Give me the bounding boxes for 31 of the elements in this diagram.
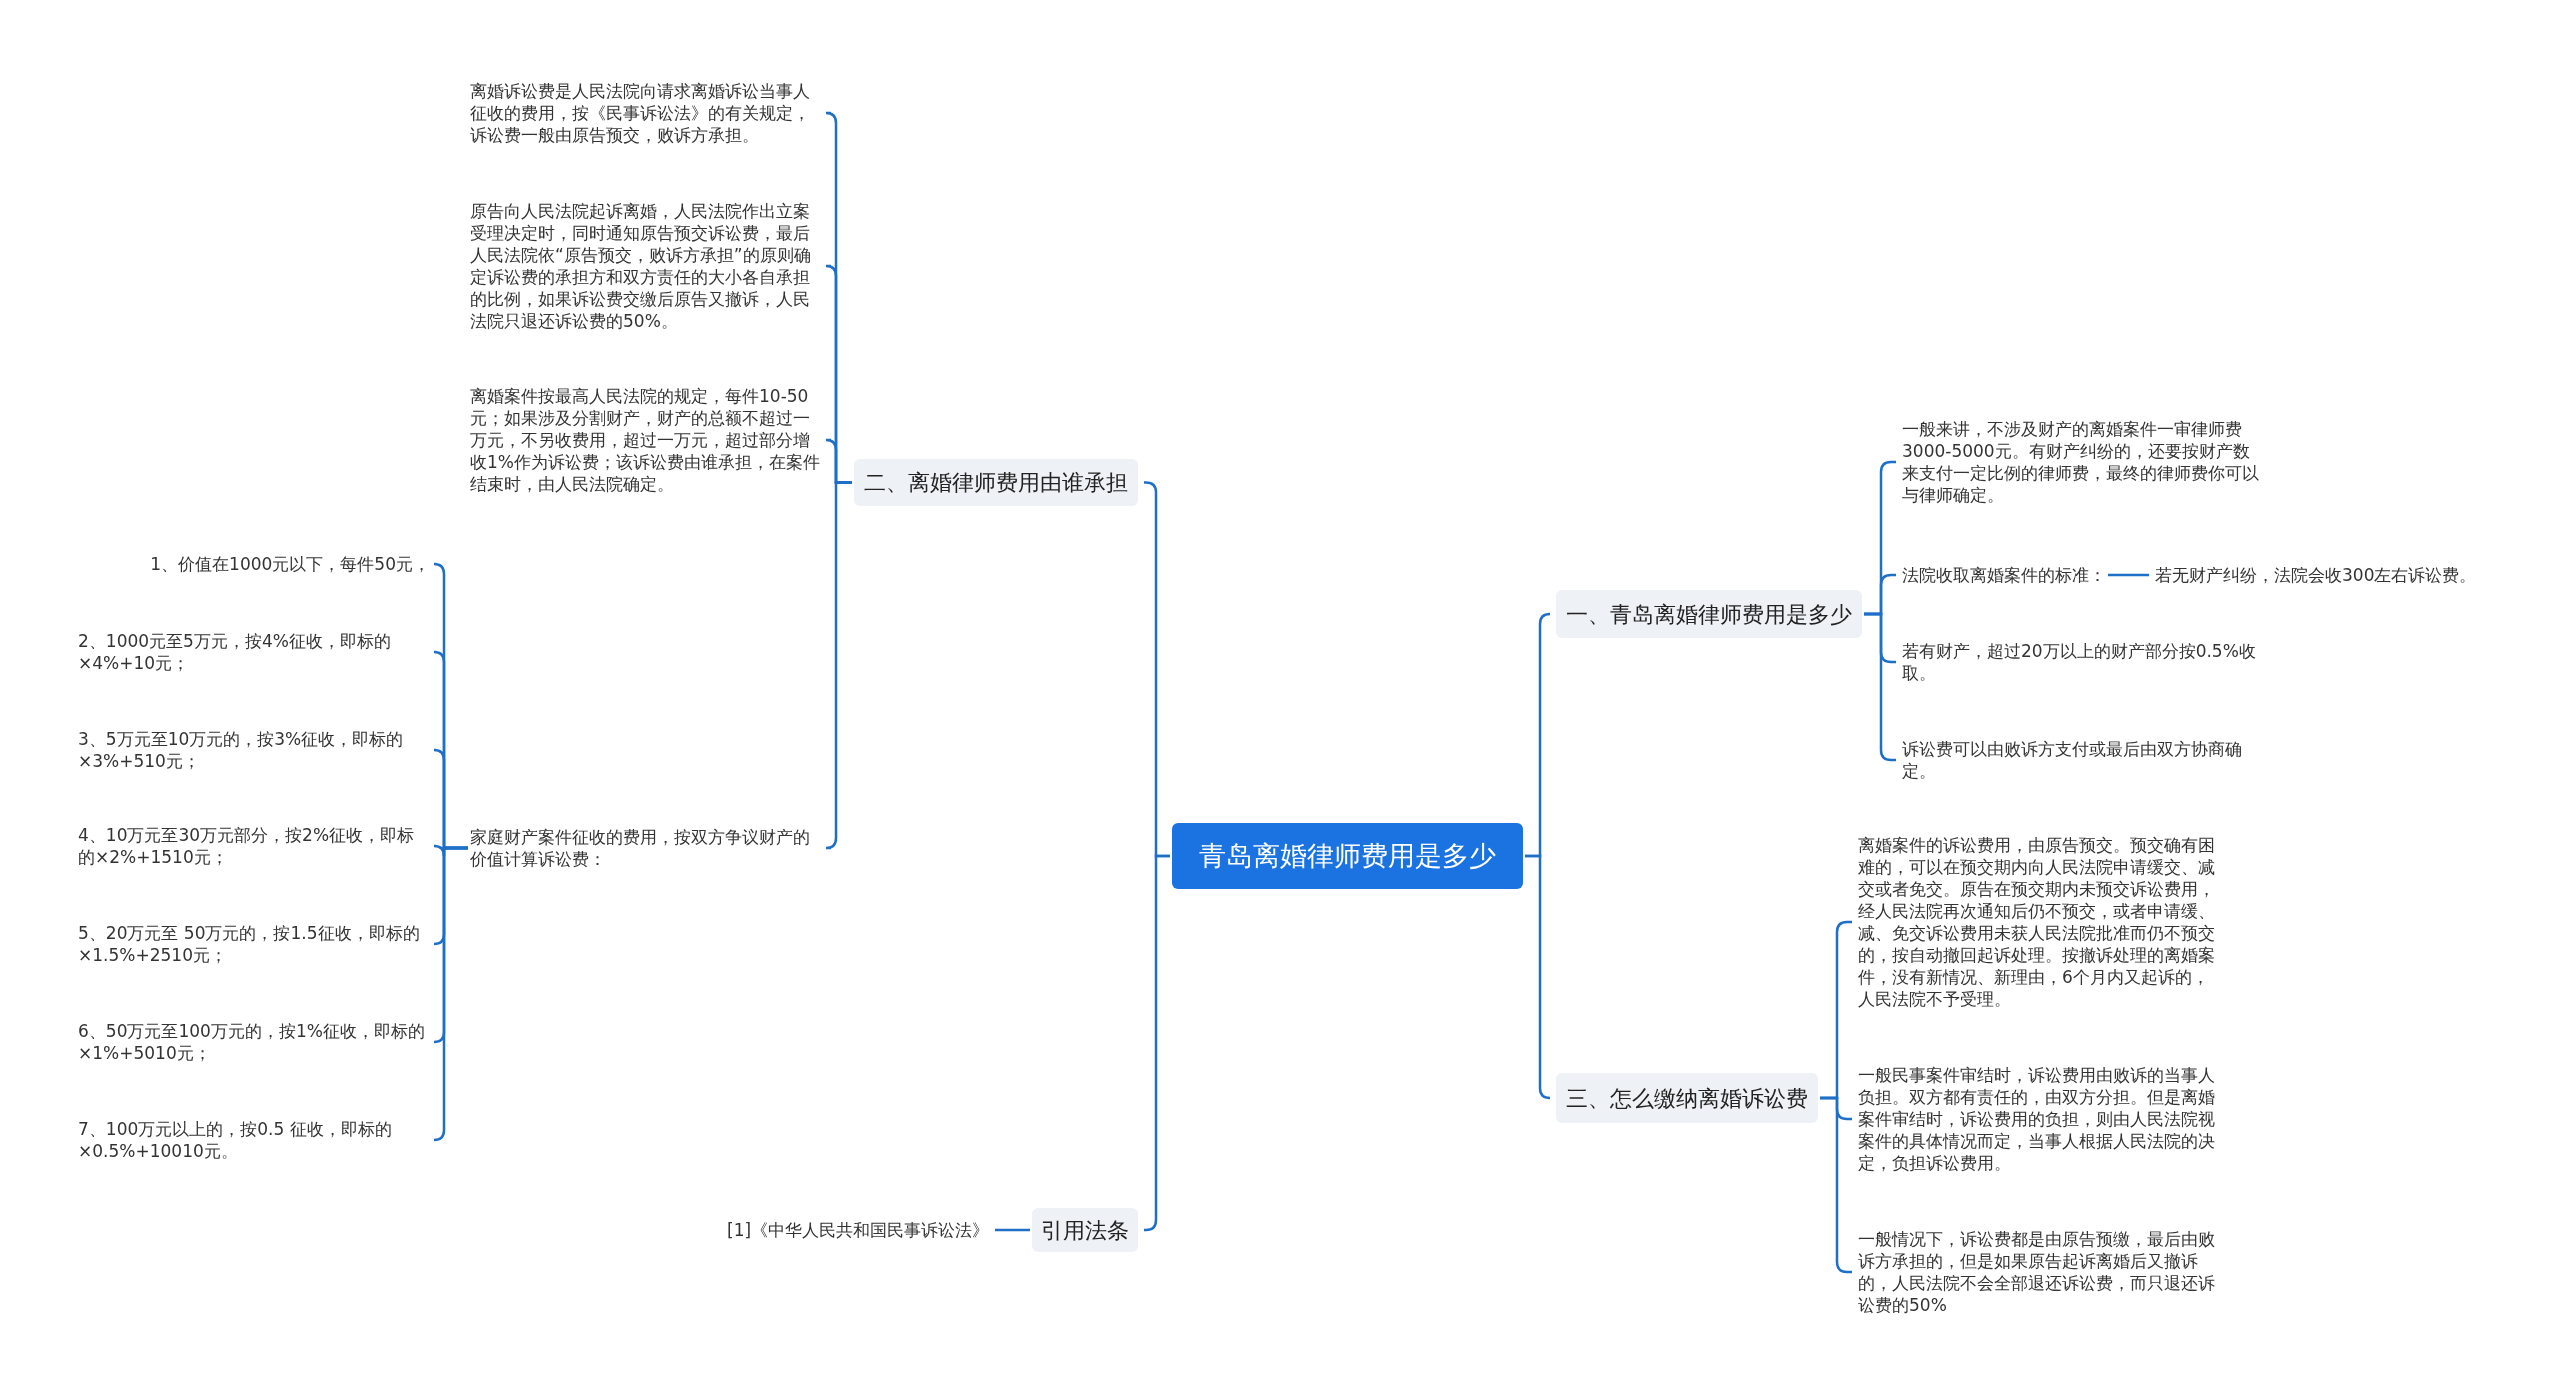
note-text: 若无财产纠纷，法院会收300左右诉讼费。 <box>2155 563 2477 587</box>
connector-line <box>1143 854 1170 1232</box>
note-text: 诉讼费可以由败诉方支付或最后由双方协商确定。 <box>1902 738 2262 782</box>
note-text: 离婚诉讼费是人民法院向请求离婚诉讼当事人征收的费用，按《民事诉讼法》的有关规定，诉讼费一般由原告预交，败诉方承担。 <box>470 80 825 146</box>
note-text: 一般来讲，不涉及财产的离婚案件一审律师费3000-5000元。有财产纠纷的，还要按财产数来支付一定比例的律师费，最终的律师费你可以与律师确定。 <box>1902 418 2262 506</box>
connector-line <box>432 846 468 1142</box>
branch-topic: 一、青岛离婚律师费用是多少 <box>1556 590 1862 638</box>
note-text: 若有财产，超过20万以上的财产部分按0.5%收取。 <box>1902 640 2262 684</box>
note-text: 4、10万元至30万元部分，按2%征收，即标的×2%+1510元； <box>78 824 430 868</box>
note-text: [1]《中华人民共和国民事诉讼法》 <box>727 1218 990 1242</box>
note-text: 3、5万元至10万元的，按3%征收，即标的×3%+510元； <box>78 728 430 772</box>
note-text: 一般情况下，诉讼费都是由原告预缴，最后由败诉方承担的，但是如果原告起诉离婚后又撤诉的，人民法院不会全部退还诉讼费，而只退还诉讼费的50% <box>1858 1228 2216 1316</box>
note-text: 2、1000元至5万元，按4%征收，即标的 ×4%+10元； <box>78 630 430 674</box>
note-text: 离婚案件的诉讼费用，由原告预交。预交确有困难的，可以在预交期内向人民法院申请缓交、减交或者免交。原告在预交期内未预交诉讼费用，经人民法院再次通知后仍不预交，或者申请缓、减、免交诉讼费用未获人民法院批准而仍不预交的，按自动撤回起诉处理。按撤诉处理的离婚案件，没有新情况、新理由，6个月内又起诉的，人民法院不予受理。 <box>1858 834 2216 1010</box>
note-text: 6、50万元至100万元的，按1%征收，即标的×1%+5010元； <box>78 1020 430 1064</box>
note-text: 原告向人民法院起诉离婚，人民法院作出立案受理决定时，同时通知原告预交诉讼费，最后人民法院依“原告预交，败诉方承担”的原则确定诉讼费的承担方和双方责任的大小各自承担的比例，如果诉讼费交缴后原告又撤诉，人民法院只退还诉讼费的50%。 <box>470 200 825 332</box>
branch-topic: 引用法条 <box>1032 1208 1138 1252</box>
note-text: 5、20万元至 50万元的，按1.5征收，即标的×1.5%+2510元； <box>78 922 430 966</box>
note-text: 1、价值在1000元以下，每件50元， <box>68 553 430 575</box>
note-text: 法院收取离婚案件的标准： <box>1902 563 2106 587</box>
central-topic: 青岛离婚律师费用是多少 <box>1172 823 1523 889</box>
note-text: 家庭财产案件征收的费用，按双方争议财产的价值计算诉讼费： <box>470 826 825 870</box>
connector-line <box>995 1228 1030 1232</box>
connector-line <box>2108 573 2149 577</box>
note-text: 离婚案件按最高人民法院的规定，每件10-50元；如果涉及分割财产，财产的总额不超过一万元，不另收费用，超过一万元，超过部分增收1%作为诉讼费；该诉讼费由谁承担，在案件结束时，由人民法院确定。 <box>470 385 825 495</box>
branch-topic: 二、离婚律师费用由谁承担 <box>854 459 1138 506</box>
connector-line <box>824 481 852 850</box>
note-text: 一般民事案件审结时，诉讼费用由败诉的当事人负担。双方都有责任的，由双方分担。但是离婚案件审结时，诉讼费用的负担，则由人民法院视案件的具体情况而定，当事人根据人民法院的决定，负担诉讼费用。 <box>1858 1064 2216 1174</box>
branch-topic: 三、怎么缴纳离婚诉讼费 <box>1556 1073 1818 1123</box>
note-text: 7、100万元以上的，按0.5 征收，即标的×0.5%+10010元。 <box>78 1118 430 1162</box>
connector-line <box>1525 854 1552 1100</box>
